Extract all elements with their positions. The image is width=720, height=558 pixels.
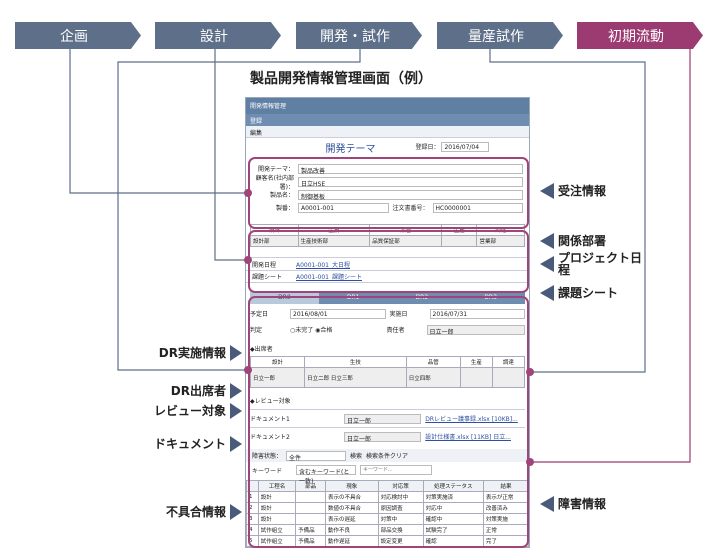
connector-dot <box>244 189 252 197</box>
arrow-left-icon <box>540 495 554 512</box>
frame-departments <box>248 230 529 293</box>
label-dr-attendees: DR出席者 <box>170 384 226 398</box>
connector-dot <box>244 366 252 374</box>
arrow-left-icon <box>540 284 554 301</box>
dept-cell[interactable] <box>441 235 478 247</box>
label-schedule: プロジェクト日程 <box>558 251 643 277</box>
arrow-left-icon <box>540 232 554 249</box>
owner-label: 責任者 <box>386 327 405 334</box>
diagram-title: 製品開発情報管理画面（例） <box>250 71 432 87</box>
radio-incomplete[interactable]: 未完了 <box>295 327 314 334</box>
label-failure-info: 障害情報 <box>558 497 607 511</box>
filter-select[interactable]: 全件 <box>286 450 347 462</box>
radio-pass[interactable]: 合格 <box>320 327 333 334</box>
arrow-left-icon <box>540 256 554 272</box>
phase-design: 設計 <box>155 22 281 49</box>
arrow-right-icon <box>230 402 242 419</box>
attendees-title: ◆出席者 <box>250 346 273 353</box>
filter-label: 障害状態： <box>252 453 283 460</box>
edit-button[interactable]: 編集 <box>246 126 529 138</box>
review-title: ◆レビュー対象 <box>250 398 291 405</box>
actual-label: 実施日 <box>389 311 408 318</box>
frame-order-info <box>248 157 529 229</box>
customer-label: 顧客名(社内部署)： <box>255 174 294 191</box>
menu-register[interactable]: 登録 <box>246 114 529 126</box>
model-label: 製番： <box>275 205 294 212</box>
doc-name: ドキュメント1 <box>250 416 290 423</box>
label-order-info: 受注情報 <box>558 184 607 198</box>
theme-label: 開発テーマ： <box>257 166 294 173</box>
doc-person[interactable]: 日立一郎 <box>344 413 422 425</box>
search-button[interactable]: 検索 <box>350 453 363 460</box>
schedule-label: 開発日程 <box>252 261 277 269</box>
plan-field[interactable]: 2016/08/01 <box>290 308 386 319</box>
connector-dot <box>526 458 534 466</box>
connector-dot <box>244 256 252 264</box>
arrow-left-icon <box>540 182 554 199</box>
plan-label: 予定日 <box>250 311 269 318</box>
phase-initial-flow: 初期流動 <box>577 22 703 49</box>
window-title: 開発情報管理 <box>246 98 529 114</box>
product-field[interactable]: 制御基板 <box>298 189 523 201</box>
doc-name: ドキュメント2 <box>250 434 290 441</box>
issue-link[interactable]: A0001-001_課題シート <box>296 274 362 281</box>
screen-heading: 開発テーマ <box>325 143 376 155</box>
frame-dr-info <box>248 296 529 548</box>
doc-person[interactable]: 日立一郎 <box>344 431 422 443</box>
phase-mass-trial: 量産試作 <box>437 22 563 49</box>
dept-cell[interactable]: 営業部 <box>476 235 525 247</box>
clear-button[interactable]: 検索条件クリア <box>366 453 409 460</box>
order-no-label: 注文書番号： <box>392 205 429 212</box>
phase-planning: 企画 <box>15 22 141 49</box>
keyword-input[interactable] <box>360 465 432 475</box>
date-label: 登録日： <box>415 144 440 151</box>
label-review-target: レビュー対象 <box>153 404 226 418</box>
actual-field[interactable]: 2016/07/31 <box>429 308 525 319</box>
attendee-cell[interactable] <box>491 367 526 388</box>
doc-file-link[interactable]: DRレビュー議事録.xlsx [10KB]... <box>425 416 518 423</box>
judge-label: 判定 <box>250 327 263 334</box>
label-documents: ドキュメント <box>153 437 226 451</box>
arrow-right-icon <box>230 382 242 399</box>
label-departments: 関係部署 <box>558 234 607 248</box>
theme-field[interactable]: 製品改善 <box>298 163 523 175</box>
arrow-right-icon <box>230 344 242 361</box>
label-defect-info: 不具合情報 <box>165 505 226 519</box>
phase-development: 開発・試作 <box>296 22 422 49</box>
order-no-field[interactable]: HC0000001 <box>432 202 524 213</box>
arrow-right-icon <box>230 503 242 520</box>
attendee-cell[interactable]: 日立二郎 日立三郎 <box>304 367 407 388</box>
keyword-label: キーワード <box>252 467 283 475</box>
arrow-right-icon <box>230 435 242 452</box>
model-field[interactable]: A0001-001 <box>298 202 389 213</box>
owner-field[interactable]: 日立一郎 <box>426 324 525 336</box>
attendees-table: 設計生技品管生産調達 日立一郎日立二郎 日立三郎日立四郎 <box>249 356 526 388</box>
schedule-link[interactable]: A0001-001_大日程 <box>296 261 350 269</box>
product-label: 製品名： <box>269 192 294 199</box>
label-dr-info: DR実施情報 <box>158 346 226 360</box>
label-issue-sheet: 課題シート <box>558 286 619 300</box>
customer-field[interactable]: 日立HSE <box>298 176 523 188</box>
connector-dot <box>526 368 534 376</box>
attendee-cell[interactable]: 日立一郎 <box>249 367 306 388</box>
issue-label: 課題シート <box>252 274 283 281</box>
app-screenshot: 開発情報管理 登録 編集 開発テーマ 登録日： 2016/07/04 開発テーマ… <box>245 97 530 548</box>
date-field[interactable]: 2016/07/04 <box>441 142 490 152</box>
doc-file-link[interactable]: 設計仕様書.xlsx [11KB] 日立... <box>425 434 511 441</box>
